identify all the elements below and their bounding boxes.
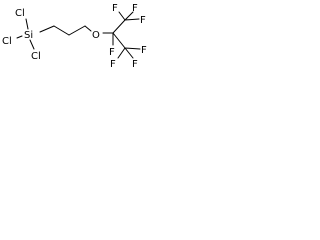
bond-c4-c5 <box>112 19 126 34</box>
atom-o: O <box>92 30 100 41</box>
atom-cl-bottom: Cl <box>31 51 41 62</box>
bond-c1-c2 <box>53 25 70 36</box>
atom-f-right: F <box>140 15 146 26</box>
atom-si: Si <box>24 30 33 41</box>
bond-si-cl-left <box>16 35 23 39</box>
bond-c6-f-lower-right <box>124 47 141 50</box>
bond-c2-c3 <box>68 25 86 36</box>
bond-c3-o <box>84 25 92 32</box>
atom-cl-left: Cl <box>2 36 12 47</box>
bond-c6-f-bottom-right <box>124 47 134 59</box>
bond-si-c1 <box>39 25 55 33</box>
molecular-structure-diagram: Cl Cl Cl Si O F F F F F F F <box>2 3 147 70</box>
atom-f-top-left: F <box>112 3 118 14</box>
atom-f-mid-left: F <box>109 47 115 58</box>
atom-f-top-right: F <box>132 3 138 14</box>
atom-f-bottom-left: F <box>110 59 116 70</box>
bond-c5-f-top-left <box>118 11 126 21</box>
bond-c4-c6 <box>112 32 126 49</box>
atom-cl-top: Cl <box>15 8 25 19</box>
bond-c5-f-right <box>124 18 140 21</box>
bond-si-cl-top <box>25 18 29 30</box>
atom-f-lower-right: F <box>141 45 147 56</box>
bond-c5-f-top-right <box>124 11 134 21</box>
bond-si-cl-bottom <box>29 39 35 50</box>
atom-f-bottom-right: F <box>132 59 138 70</box>
bond-c6-f-bottom-left <box>117 47 126 59</box>
